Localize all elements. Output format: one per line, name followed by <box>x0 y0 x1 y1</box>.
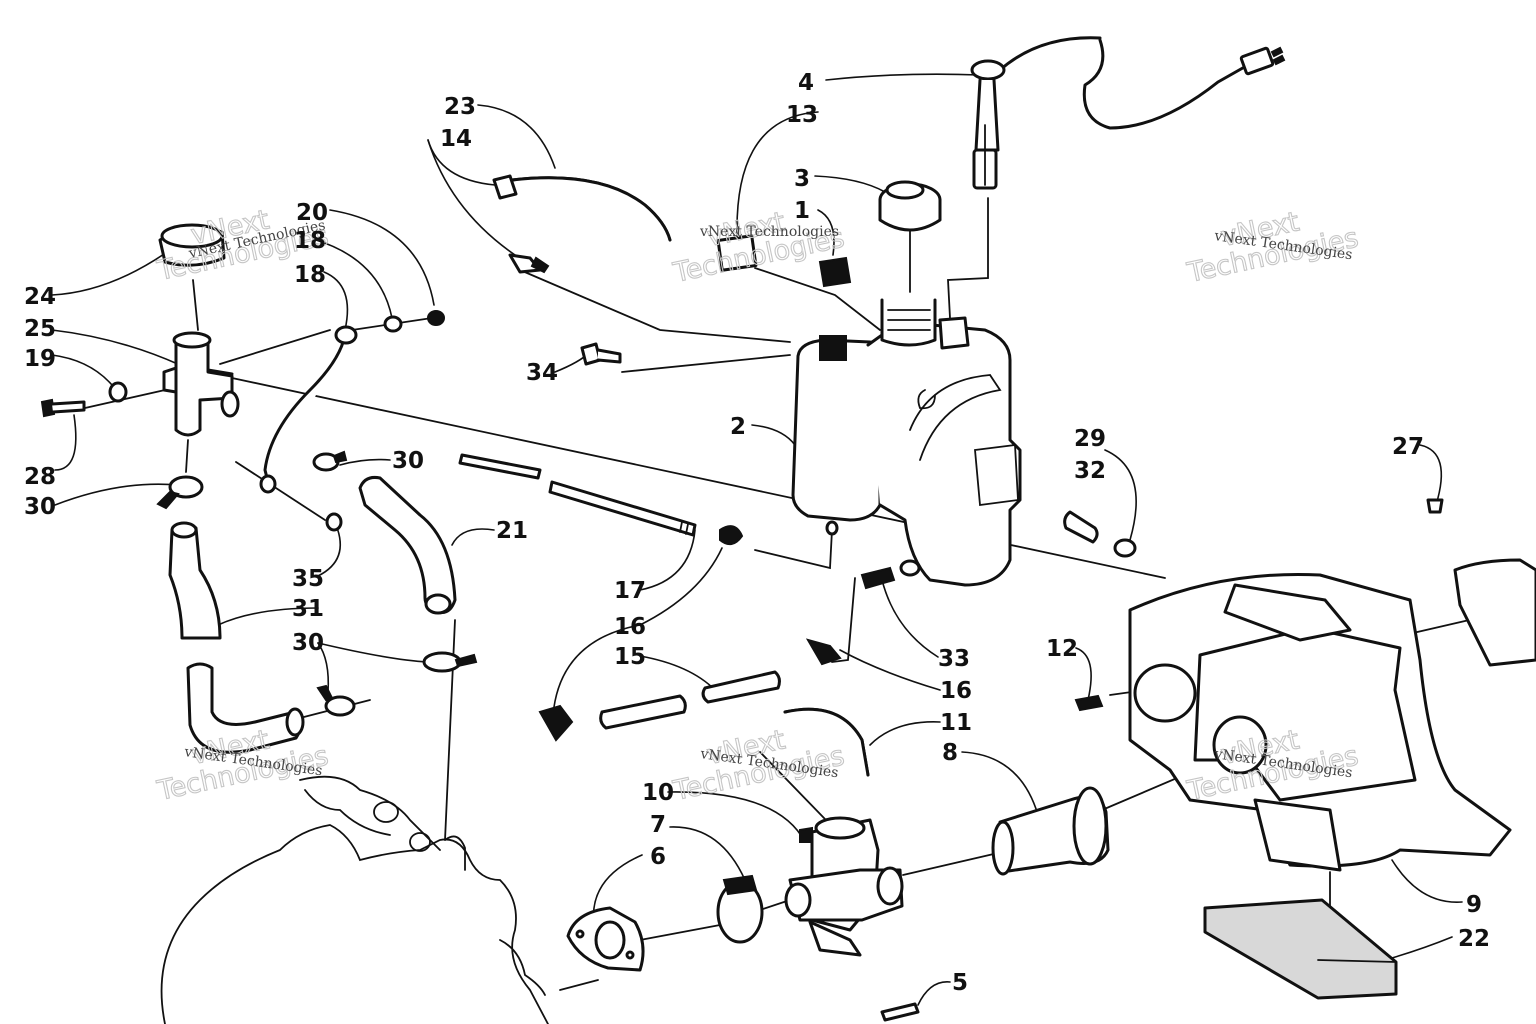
hose-21 <box>358 476 457 615</box>
callout-24: 24 <box>24 284 56 310</box>
callout-33: 33 <box>938 646 970 672</box>
callout-17: 17 <box>614 578 646 604</box>
callout-34: 34 <box>526 360 558 386</box>
callout-1: 1 <box>794 198 810 224</box>
callout-21: 21 <box>496 518 528 544</box>
callout-4: 4 <box>798 70 814 96</box>
callout-7: 7 <box>650 812 666 838</box>
hose-clamp <box>156 450 478 717</box>
callout-9: 9 <box>1466 892 1482 918</box>
tube-17 <box>458 453 697 537</box>
small-clamps-16 <box>538 525 842 742</box>
callout-18b: 18 <box>294 262 326 288</box>
callout-30c: 30 <box>292 630 324 656</box>
filler-cap <box>158 223 226 267</box>
airbox <box>1128 558 1536 872</box>
engine-outline <box>160 775 549 1024</box>
carburetor <box>784 816 904 957</box>
callout-2: 2 <box>730 414 746 440</box>
callout-32: 32 <box>1074 458 1106 484</box>
clamp-7 <box>716 874 764 944</box>
svg-text:vNext Technologies: vNext Technologies <box>699 224 839 240</box>
intake-boot <box>991 786 1110 876</box>
callout-11: 11 <box>940 710 972 736</box>
bolt-34 <box>580 342 622 366</box>
filler-neck <box>162 331 240 437</box>
callout-10: 10 <box>642 780 674 806</box>
callout-30a: 30 <box>24 494 56 520</box>
callout-30b: 30 <box>392 448 424 474</box>
callout-29: 29 <box>1074 426 1106 452</box>
oil-tank <box>791 298 1022 587</box>
callout-27: 27 <box>1392 434 1424 460</box>
callout-16a: 16 <box>614 614 646 640</box>
intake-flange <box>566 906 645 972</box>
screw-27 <box>1426 498 1444 514</box>
hose-11 <box>783 707 870 777</box>
breather-hose <box>492 174 672 274</box>
bolt-28 <box>40 398 86 418</box>
callout-23: 23 <box>444 94 476 120</box>
fitting-33 <box>860 559 921 590</box>
hose-31 <box>168 521 305 754</box>
callout-12: 12 <box>1046 636 1078 662</box>
callout-5: 5 <box>952 970 968 996</box>
plugs-29-32 <box>1063 510 1137 558</box>
decal-plate <box>716 234 758 272</box>
callout-31: 31 <box>292 596 324 622</box>
callout-16b: 16 <box>940 678 972 704</box>
tank-cap <box>878 180 942 232</box>
overflow-tube <box>259 325 358 494</box>
callout-19: 19 <box>24 346 56 372</box>
oil-level-sensor <box>970 36 1286 190</box>
hose-15 <box>599 670 781 730</box>
callout-22: 22 <box>1458 926 1490 952</box>
assembly-lines <box>84 197 1479 991</box>
callout-20: 20 <box>296 200 328 226</box>
callout-25: 25 <box>24 316 56 342</box>
callout-18a: 18 <box>294 228 326 254</box>
callout-8: 8 <box>942 740 958 766</box>
hardware-small <box>108 310 445 532</box>
callout-28: 28 <box>24 464 56 490</box>
callout-35: 35 <box>292 566 324 592</box>
callout-13: 13 <box>786 102 818 128</box>
callout-15: 15 <box>614 644 646 670</box>
callout-labels: 4 13 23 14 3 1 20 18 18 24 25 19 34 2 29… <box>24 70 1490 996</box>
bolt-5 <box>880 1002 920 1022</box>
foam-pad <box>1203 898 1398 1000</box>
callout-6: 6 <box>650 844 666 870</box>
callout-14: 14 <box>440 126 472 152</box>
fastener-12 <box>1074 694 1104 712</box>
vent-cap <box>818 256 852 288</box>
watermark-2: vNext Technologies <box>669 206 847 290</box>
callout-3: 3 <box>794 166 810 192</box>
